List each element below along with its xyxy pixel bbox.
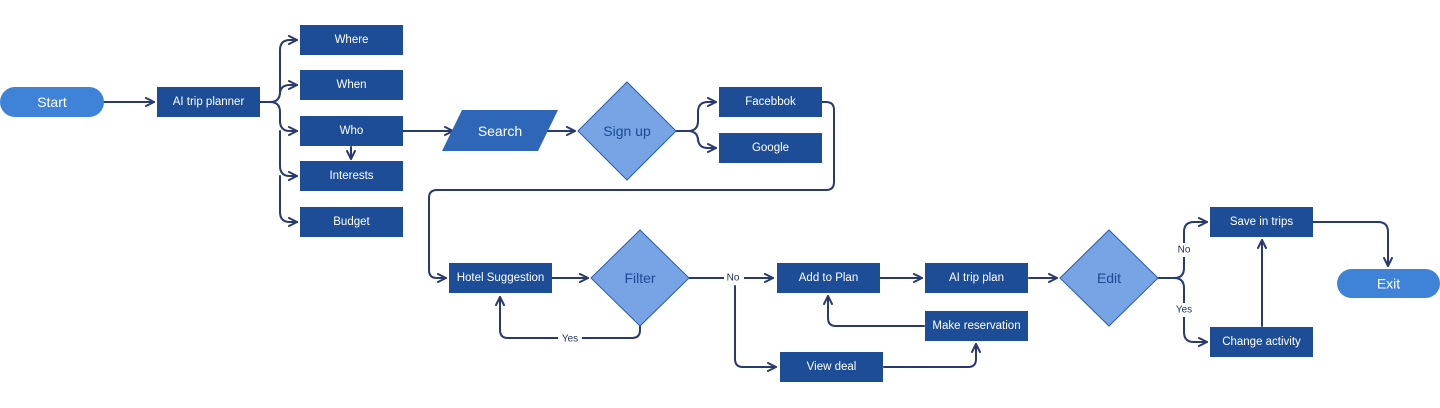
filter-node[interactable]: Filter xyxy=(590,229,690,327)
edge-labels: No Yes No Yes xyxy=(558,243,1197,345)
start-label: Start xyxy=(37,94,67,110)
change-activity-label: Change activity xyxy=(1222,336,1301,348)
when-node[interactable]: When xyxy=(300,70,403,100)
filter-label: Filter xyxy=(624,270,655,286)
sign-up-node[interactable]: Sign up xyxy=(577,81,677,181)
edge-planner-to-who xyxy=(269,101,298,136)
make-reservation-node[interactable]: Make reservation xyxy=(925,311,1028,341)
edge-label-filter-yes: Yes xyxy=(562,334,578,345)
ai-trip-plan-node[interactable]: AI trip plan xyxy=(925,263,1028,293)
edge-viewdeal-to-reservation xyxy=(883,343,981,368)
start-node[interactable]: Start xyxy=(0,87,104,117)
edge-planner-to-interests xyxy=(279,130,298,181)
sign-up-label: Sign up xyxy=(603,123,651,139)
edge-edit-yes-to-change xyxy=(1173,277,1208,347)
edge-signup-to-facebook xyxy=(675,97,717,132)
ai-trip-planner-node[interactable]: AI trip planner xyxy=(157,87,260,117)
hotel-suggestion-label: Hotel Suggestion xyxy=(457,272,545,284)
edge-label-filter-no: No xyxy=(727,273,740,284)
who-node[interactable]: Who xyxy=(300,116,403,146)
view-deal-label: View deal xyxy=(807,361,857,373)
edge-planner-to-budget xyxy=(279,175,298,227)
edge-save-to-exit xyxy=(1312,221,1393,267)
edge-planner-to-where xyxy=(259,35,298,103)
ai-trip-planner-label: AI trip planner xyxy=(173,96,245,108)
edge-label-edit-no: No xyxy=(1178,245,1191,256)
ai-trip-plan-label: AI trip plan xyxy=(949,272,1004,284)
change-activity-node[interactable]: Change activity xyxy=(1210,327,1313,357)
save-in-trips-label: Save in trips xyxy=(1230,216,1294,228)
edge-facebook-to-hotel xyxy=(428,101,835,283)
budget-label: Budget xyxy=(333,216,370,228)
interests-label: Interests xyxy=(329,170,373,182)
facebook-node[interactable]: Facebbok xyxy=(719,87,822,117)
add-to-plan-label: Add to Plan xyxy=(799,272,858,284)
where-node[interactable]: Where xyxy=(300,25,403,55)
budget-node[interactable]: Budget xyxy=(300,207,403,237)
who-label: Who xyxy=(340,125,364,137)
edge-signup-to-google xyxy=(687,130,717,153)
exit-label: Exit xyxy=(1377,276,1400,292)
when-label: When xyxy=(336,79,366,91)
hotel-suggestion-node[interactable]: Hotel Suggestion xyxy=(449,263,552,293)
edge-reservation-to-addplan xyxy=(823,295,925,327)
make-reservation-label: Make reservation xyxy=(932,320,1020,332)
nodes: Start AI trip planner Where When Who Int… xyxy=(0,25,1440,382)
save-in-trips-node[interactable]: Save in trips xyxy=(1210,207,1313,237)
search-label: Search xyxy=(478,123,522,139)
edit-node[interactable]: Edit xyxy=(1059,229,1159,327)
google-label: Google xyxy=(752,142,789,154)
edge-filter-no-to-viewdeal xyxy=(734,285,777,372)
google-node[interactable]: Google xyxy=(719,133,822,163)
interests-node[interactable]: Interests xyxy=(300,161,403,191)
edge-label-edit-yes: Yes xyxy=(1176,305,1192,316)
facebook-label: Facebbok xyxy=(745,96,796,108)
edit-label: Edit xyxy=(1097,270,1121,286)
exit-node[interactable]: Exit xyxy=(1337,269,1440,298)
add-to-plan-node[interactable]: Add to Plan xyxy=(777,263,880,293)
edge-planner-to-when xyxy=(279,80,298,95)
search-node[interactable]: Search xyxy=(442,110,558,151)
view-deal-node[interactable]: View deal xyxy=(780,352,883,382)
where-label: Where xyxy=(335,34,369,46)
